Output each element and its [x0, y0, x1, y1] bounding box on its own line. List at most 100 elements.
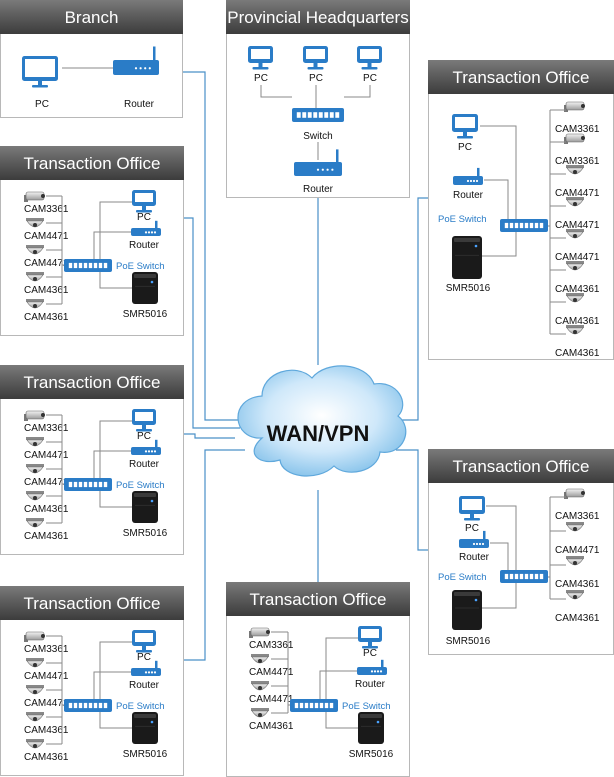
- panel-title-bar: [428, 449, 614, 483]
- poe-switch-icon: [290, 699, 338, 712]
- camera-icon: [24, 191, 45, 202]
- camera-icon: [26, 658, 44, 668]
- camera-icon: [564, 133, 585, 144]
- lan-link: [325, 712, 358, 729]
- camera-label: CAM4361: [555, 348, 600, 359]
- camera-label: CAM4471: [24, 477, 69, 488]
- panel-title: Branch: [65, 8, 119, 27]
- panel-title-bar: [226, 0, 410, 34]
- camera-icon: [26, 272, 44, 282]
- nvr-label: SMR5016: [123, 309, 168, 320]
- camera-icon: [251, 708, 269, 718]
- router-label: Router: [459, 552, 490, 563]
- lan-link: [99, 712, 132, 729]
- pc-label: PC: [137, 212, 151, 223]
- camera-icon: [251, 654, 269, 664]
- camera-label: CAM4471: [555, 220, 600, 231]
- nvr-label: SMR5016: [123, 749, 168, 760]
- poe-switch-icon: [64, 699, 112, 712]
- monitor-icon: [357, 46, 382, 70]
- camera-icon: [564, 101, 585, 112]
- router-icon: [357, 659, 387, 675]
- nvr-icon: [132, 491, 158, 523]
- poe-switch-label: PoE Switch: [116, 701, 165, 712]
- camera-icon: [566, 293, 584, 303]
- camera-label: CAM4471: [555, 252, 600, 263]
- monitor-icon: [132, 409, 156, 432]
- poe-switch-label: PoE Switch: [116, 261, 165, 272]
- nvr-icon: [132, 712, 158, 744]
- router-label: Router: [453, 190, 484, 201]
- poe-switch-label: PoE Switch: [438, 214, 487, 225]
- pc-label: PC: [458, 142, 472, 153]
- router-icon: [459, 530, 489, 548]
- camera-label: CAM4361: [555, 613, 600, 624]
- poe-switch-label: PoE Switch: [342, 701, 391, 712]
- lan-link: [480, 125, 517, 219]
- camera-label: CAM4361: [24, 531, 69, 542]
- router-label: Router: [129, 680, 160, 691]
- camera-icon: [566, 325, 584, 335]
- camera-icon: [24, 410, 45, 421]
- office-panel-to-left-2: Transaction OfficeCAM3361CAM4471CAM4471C…: [0, 365, 184, 555]
- camera-label: CAM4361: [24, 504, 69, 515]
- camera-label: CAM3361: [555, 124, 600, 135]
- lan-link: [99, 420, 132, 478]
- pc-label: PC: [309, 73, 323, 84]
- camera-icon: [566, 556, 584, 566]
- panel-title-bar: [226, 582, 410, 616]
- panel-title: Transaction Office: [23, 594, 160, 613]
- panel-title: Transaction Office: [452, 457, 589, 476]
- panel-title-bar: [0, 0, 183, 34]
- nvr-label: SMR5016: [349, 749, 394, 760]
- camera-icon: [26, 518, 44, 528]
- panel-title: Transaction Office: [23, 154, 160, 173]
- monitor-icon: [303, 46, 328, 70]
- pc-label: PC: [137, 652, 151, 663]
- panel-title-bar: [0, 586, 184, 620]
- nvr-icon: [358, 712, 384, 744]
- camera-label: CAM3361: [24, 644, 69, 655]
- panel-title-bar: [428, 60, 614, 94]
- camera-label: CAM4361: [555, 316, 600, 327]
- camera-label: CAM4361: [24, 752, 69, 763]
- pc-label: PC: [137, 431, 151, 442]
- router-label: Router: [303, 184, 334, 195]
- lan-link: [99, 201, 132, 259]
- monitor-icon: [452, 114, 478, 139]
- router-label: Router: [124, 99, 155, 110]
- camera-label: CAM4471: [555, 545, 600, 556]
- router-icon: [294, 149, 342, 176]
- router-icon: [453, 167, 483, 185]
- nvr-label: SMR5016: [123, 528, 168, 539]
- router-label: Router: [129, 240, 160, 251]
- panel-title-bar: [0, 146, 184, 180]
- router-icon: [131, 220, 161, 236]
- router-label: Router: [129, 459, 160, 470]
- nvr-icon: [452, 236, 482, 279]
- camera-label: CAM4471: [24, 258, 69, 269]
- camera-label: CAM4361: [24, 285, 69, 296]
- camera-icon: [566, 197, 584, 207]
- camera-icon: [26, 299, 44, 309]
- router-icon: [113, 46, 159, 75]
- monitor-icon: [132, 630, 156, 653]
- camera-icon: [26, 245, 44, 255]
- camera-icon: [24, 631, 45, 642]
- camera-icon: [26, 437, 44, 447]
- monitor-icon: [132, 190, 156, 213]
- camera-label: CAM4361: [555, 579, 600, 590]
- panel-title: Transaction Office: [23, 373, 160, 392]
- monitor-icon: [358, 626, 382, 649]
- wan-link: [182, 71, 250, 421]
- switch-label: Switch: [303, 131, 332, 142]
- lan-link: [93, 450, 131, 478]
- lan-link: [486, 505, 517, 570]
- office-panel-to-left-1: Transaction OfficeCAM3361CAM4471CAM4471C…: [0, 146, 184, 336]
- panel-title: Transaction Office: [452, 68, 589, 87]
- camera-icon: [26, 685, 44, 695]
- camera-icon: [26, 491, 44, 501]
- monitor-icon: [248, 46, 273, 70]
